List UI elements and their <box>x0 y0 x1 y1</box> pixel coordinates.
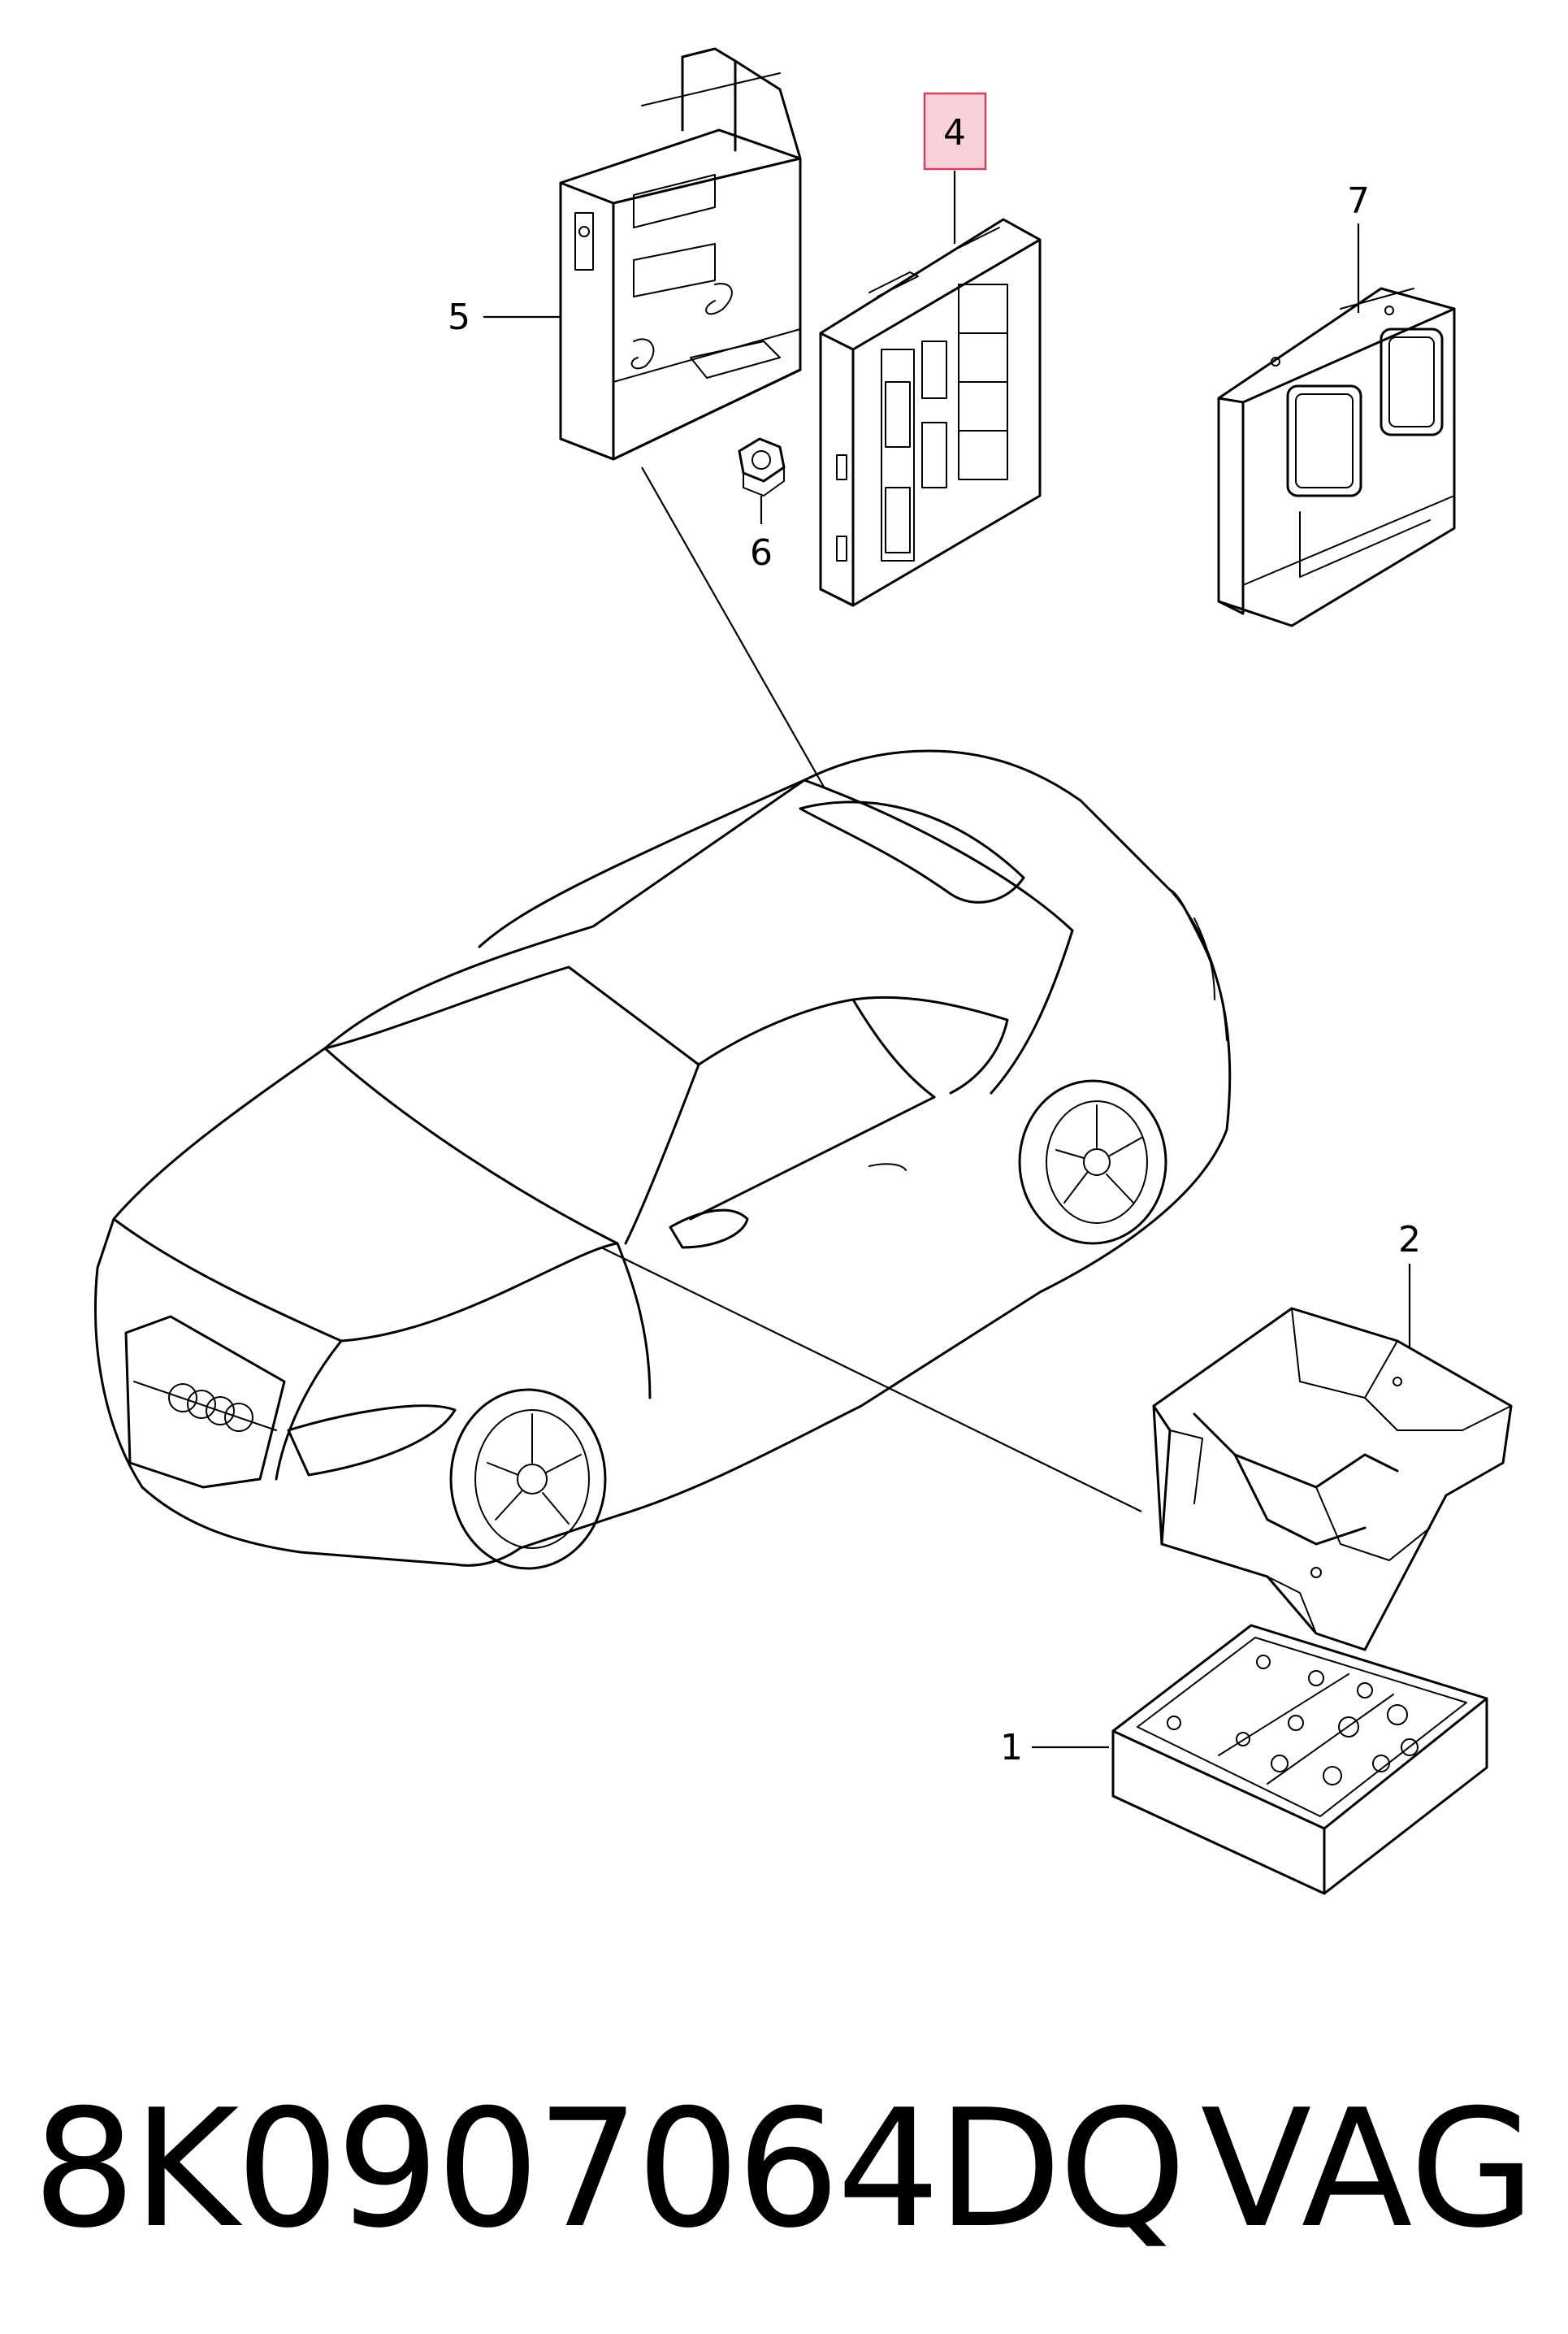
callout-1: 1 <box>1000 1727 1023 1768</box>
part-7-mounting-plate <box>1217 287 1456 627</box>
part-2-battery-tray <box>1152 1307 1513 1651</box>
callout-labels: 4 5 6 7 2 1 <box>448 92 1421 1768</box>
callout-4: 4 <box>943 112 966 154</box>
part-6-nut <box>738 437 786 497</box>
part-5-bracket <box>559 47 802 461</box>
footer: 8K0907064DQ VAG <box>32 2080 1536 2259</box>
callout-5: 5 <box>448 297 470 338</box>
part-1-mat <box>1111 1624 1488 1895</box>
callout-6: 6 <box>750 532 773 574</box>
part-number: 8K0907064DQ <box>32 2075 1187 2264</box>
callout-2: 2 <box>1398 1219 1421 1260</box>
car-illustration <box>93 749 1232 1570</box>
brand-label: VAG <box>1200 2075 1536 2264</box>
part-4-control-unit <box>819 218 1042 607</box>
callout-4-highlight <box>923 92 987 171</box>
leader-lines <box>483 171 1411 1749</box>
callout-7: 7 <box>1347 180 1370 222</box>
